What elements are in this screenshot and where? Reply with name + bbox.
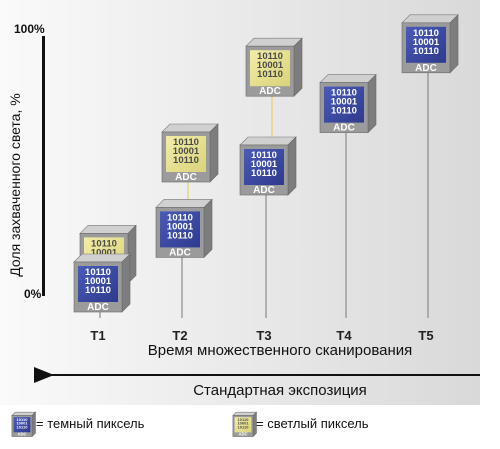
chip-top-face xyxy=(245,37,303,47)
chip-adc-text: ADC xyxy=(175,172,197,183)
chip-face xyxy=(160,211,200,248)
chip-bits-text: 10110 xyxy=(173,155,199,166)
chip-bits-text: 10110 xyxy=(251,168,277,179)
y-tick-0: 0% xyxy=(24,287,42,301)
chip-bits-text: 10110 xyxy=(85,285,111,296)
chip-bits-text: 10001 xyxy=(167,221,194,232)
y-tick-100: 100% xyxy=(14,22,45,36)
chip-top-face xyxy=(161,123,219,133)
chip-top-face xyxy=(319,74,377,83)
chip-face xyxy=(324,86,364,123)
chip-adc-text: ADC xyxy=(415,63,437,74)
chip-bits-text: 10001 xyxy=(251,159,278,170)
legend-light-label: = светлый пиксель xyxy=(256,416,369,431)
chip-bits-text: 10110 xyxy=(413,46,439,57)
chip-face xyxy=(78,266,118,302)
chip-side-face xyxy=(367,73,377,134)
chip-top-face xyxy=(79,225,137,234)
category-label-T2: T2 xyxy=(172,328,188,343)
chip-bits-text: 10110 xyxy=(257,69,283,80)
chip-top-face xyxy=(73,253,131,263)
chip-bits-text: 10110 xyxy=(167,212,193,223)
chip-face xyxy=(166,136,206,172)
chip-top-face xyxy=(239,136,297,146)
chip-bits-text: 10110 xyxy=(331,88,357,99)
chip-bits-text: 10110 xyxy=(257,51,283,62)
chip-bits-text: 10001 xyxy=(331,97,358,108)
chip-face xyxy=(244,149,284,185)
chip-bits-text: 10110 xyxy=(167,230,193,241)
category-label-T3: T3 xyxy=(256,328,272,343)
y-axis-line xyxy=(42,36,45,296)
chip-face xyxy=(406,26,446,63)
chip-face xyxy=(250,50,290,87)
standard-exposure-label: Стандартная экспозиция xyxy=(193,382,367,399)
chip-adc-text: ADC xyxy=(333,123,355,134)
chip-top-face xyxy=(155,199,213,208)
background-panel xyxy=(0,0,480,405)
chip-bits-text: 10001 xyxy=(257,60,284,71)
category-label-T1: T1 xyxy=(90,328,106,343)
chip-adc-text: ADC xyxy=(169,247,191,258)
chip-bits-text: 10110 xyxy=(331,106,357,117)
chip-side-face xyxy=(449,14,459,74)
chip-bits-text: 10001 xyxy=(173,146,200,157)
chip-bits-text: 10001 xyxy=(91,247,118,258)
chip-bits-text: 10001 xyxy=(85,276,112,287)
chip-bits-text: 10110 xyxy=(91,238,117,249)
chip-adc-text: ADC xyxy=(253,185,275,196)
chip-side-face xyxy=(203,198,213,259)
chip-adc-text: ADC xyxy=(87,302,109,313)
category-label-T4: T4 xyxy=(336,328,352,343)
chip-adc-text: ADC xyxy=(259,86,281,97)
chip-bits-text: 10110 xyxy=(173,137,199,148)
chip-bits-text: 10110 xyxy=(251,150,277,161)
chip-side-face xyxy=(121,253,131,313)
chip-side-face xyxy=(287,136,297,196)
chip-bits-text: 10001 xyxy=(413,37,440,48)
legend-dark-label: = темный пиксель xyxy=(36,416,145,431)
chip-top-face xyxy=(401,14,459,24)
chip-side-face xyxy=(209,123,219,183)
x-axis-label: Время множественного сканирования xyxy=(147,342,413,359)
chip-bits-text: 10110 xyxy=(85,267,111,278)
chip-bits-text: 10110 xyxy=(413,28,439,39)
chip-side-face xyxy=(293,37,303,97)
category-label-T5: T5 xyxy=(418,328,434,343)
